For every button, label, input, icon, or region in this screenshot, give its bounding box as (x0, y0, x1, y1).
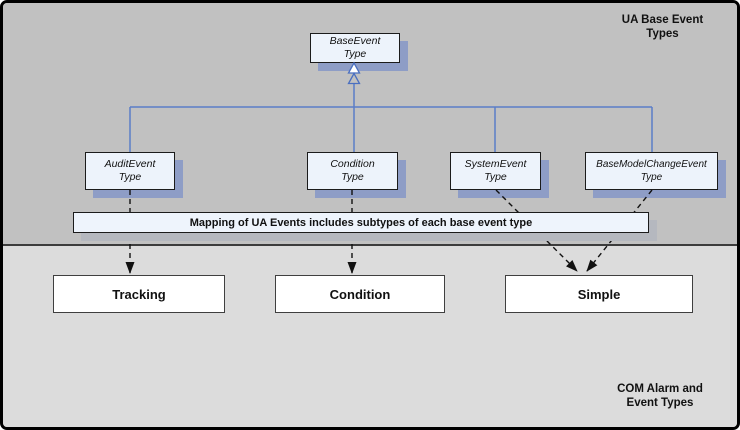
node-label-line: Type (341, 171, 364, 183)
node-label-line: BaseEvent (329, 35, 381, 47)
node-audit-event-type: AuditEvent Type (85, 152, 175, 190)
node-label-line: AuditEvent (104, 158, 156, 170)
node-label-line: Type (484, 171, 507, 183)
node-label: Condition (329, 286, 391, 302)
node-label-line: Type (343, 48, 367, 60)
com-region-label: COM Alarm and Event Types (617, 383, 703, 409)
node-system-event-type: SystemEvent Type (450, 152, 541, 190)
node-com-tracking: Tracking (53, 275, 225, 313)
node-label: Tracking (112, 286, 166, 302)
node-label: Simple (577, 286, 621, 302)
node-base-event-type: BaseEvent Type (310, 33, 400, 63)
node-label-line: Type (118, 171, 142, 183)
node-condition-type: Condition Type (307, 152, 398, 190)
node-label-line: SystemEvent (464, 158, 527, 170)
node-com-simple: Simple (505, 275, 693, 313)
node-label-line: BaseModelChangeEvent (596, 159, 707, 170)
mapping-note-bar: Mapping of UA Events includes subtypes o… (73, 212, 649, 233)
mapping-note-text: Mapping of UA Events includes subtypes o… (189, 216, 533, 229)
node-label-line: Type (640, 172, 663, 183)
ua-region-label: UA Base Event Types (621, 14, 704, 40)
node-label-line: Condition (330, 158, 375, 170)
node-com-condition: Condition (275, 275, 445, 313)
node-base-model-change-event-type: BaseModelChangeEvent Type (585, 152, 718, 190)
